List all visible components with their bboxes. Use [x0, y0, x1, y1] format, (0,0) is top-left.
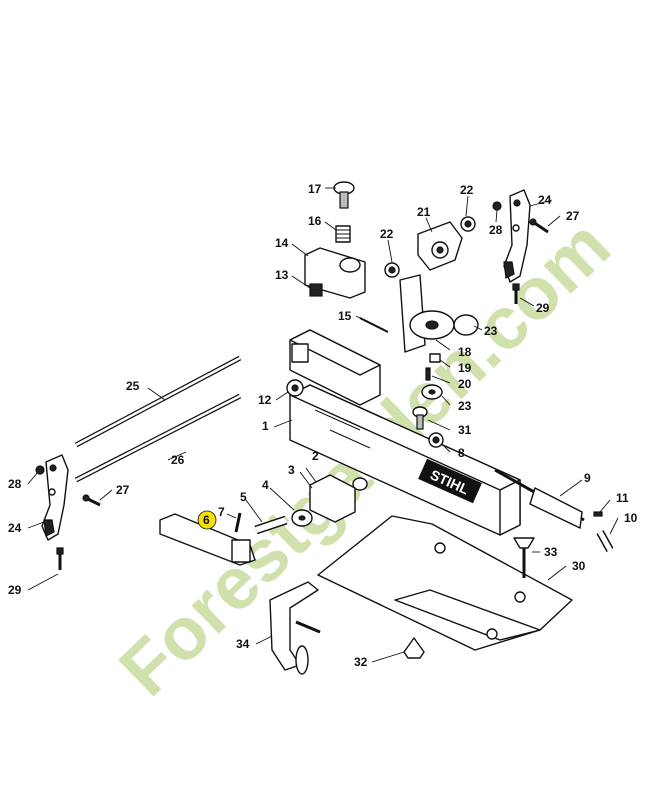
- callout-12: 12: [258, 393, 272, 407]
- base-plate-30: [317, 515, 573, 651]
- callout-2: 2: [312, 449, 319, 463]
- arm-6: [159, 510, 256, 566]
- leader-lines: [27, 187, 619, 663]
- screw-27-right: [529, 218, 549, 234]
- callout-13: 13: [275, 268, 289, 282]
- callout-24-left: 24: [8, 521, 22, 535]
- roller-12: [286, 379, 304, 397]
- sharpener-body: STIHL: [289, 384, 521, 536]
- callout-24-right: 24: [538, 193, 552, 207]
- clamp-lever-left: [41, 454, 69, 541]
- stihl-logo-panel: [418, 458, 482, 504]
- pin-20: [425, 367, 431, 381]
- pin-19: [429, 353, 441, 363]
- callout-23-top: 23: [484, 324, 498, 338]
- callout-22-left: 22: [380, 227, 394, 241]
- rod-7: [234, 512, 242, 533]
- bolt-33: [513, 537, 535, 578]
- highlight-marker: [197, 510, 217, 530]
- pin-5: [254, 515, 288, 535]
- callout-5: 5: [240, 490, 247, 504]
- callout-32: 32: [354, 655, 368, 669]
- callout-16: 16: [308, 214, 322, 228]
- guide-head-21: [417, 221, 463, 271]
- rod-9: [494, 468, 585, 529]
- callout-28-left: 28: [8, 477, 22, 491]
- callout-22-top: 22: [460, 183, 474, 197]
- nut-28-right: [492, 201, 502, 211]
- screw-29-right: [512, 283, 520, 304]
- pin-10: [596, 530, 614, 552]
- callout-15: 15: [338, 309, 352, 323]
- nut-22-left: [384, 262, 400, 278]
- callout-26: 26: [171, 453, 185, 467]
- screw-27-left: [82, 494, 101, 507]
- callout-30: 30: [572, 559, 586, 573]
- callout-33: 33: [544, 545, 558, 559]
- callout-4: 4: [262, 478, 269, 492]
- pin-11: [593, 511, 603, 517]
- callout-11: 11: [616, 491, 629, 505]
- callout-29-right: 29: [536, 301, 550, 315]
- bracket-18: [399, 274, 455, 353]
- knob-17: [333, 181, 355, 209]
- callout-7: 7: [218, 505, 225, 519]
- callout-3: 3: [288, 463, 295, 477]
- callout-8: 8: [458, 446, 465, 460]
- callout-27-right: 27: [566, 209, 580, 223]
- callout-31: 31: [458, 423, 472, 437]
- washer-3: [352, 477, 368, 491]
- spring-13: [309, 283, 323, 297]
- spacer-4: [291, 509, 313, 527]
- wing-nut-32: [403, 637, 425, 659]
- callout-17: 17: [308, 182, 322, 196]
- callout-27-left: 27: [116, 483, 130, 497]
- washer-23-mid: [421, 384, 443, 400]
- nut-22-top: [460, 216, 476, 232]
- spring-16: [335, 225, 351, 243]
- knob-23-top: [453, 314, 479, 336]
- callout-20: 20: [458, 377, 472, 391]
- callout-18: 18: [458, 345, 472, 359]
- callout-34: 34: [236, 637, 250, 651]
- callout-6: 6: [203, 513, 210, 527]
- nut-8: [428, 432, 444, 448]
- carriage-15: [289, 317, 389, 406]
- callout-28-right: 28: [489, 223, 503, 237]
- callout-19: 19: [458, 361, 472, 375]
- screw-29-left: [56, 547, 64, 570]
- callout-21: 21: [417, 205, 431, 219]
- callout-1: 1: [262, 419, 269, 433]
- callout-9: 9: [584, 471, 591, 485]
- clamp-34: [269, 581, 321, 675]
- block-2: [309, 474, 356, 523]
- callout-10: 10: [624, 511, 638, 525]
- callout-labels: 17 16 14 13 15 25 12 1 26 2 3 4 5 7 6 22…: [8, 182, 638, 669]
- screw-31: [412, 406, 428, 430]
- clamp-lever-right: [503, 189, 531, 283]
- callout-29-left: 29: [8, 583, 22, 597]
- callout-25: 25: [126, 379, 140, 393]
- callout-14: 14: [275, 236, 289, 250]
- callout-23-mid: 23: [458, 399, 472, 413]
- guide-rods: [74, 355, 242, 483]
